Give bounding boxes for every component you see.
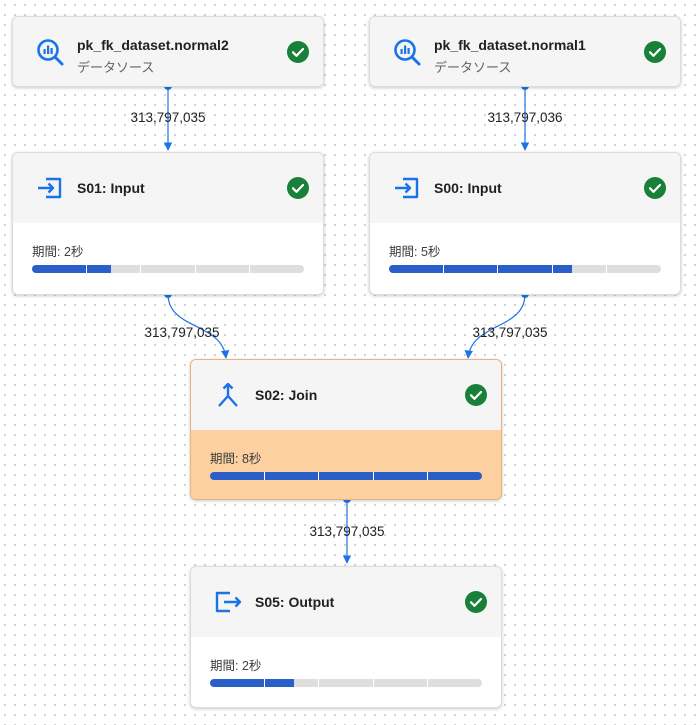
- edge-label-s00-s02: 313,797,035: [472, 325, 548, 340]
- node-s01-input[interactable]: S01: Input 期間: 2秒: [12, 152, 324, 295]
- node-s00-input[interactable]: S00: Input 期間: 5秒: [369, 152, 681, 295]
- node-subtitle: データソース: [434, 60, 512, 75]
- check-circle-icon: [644, 40, 666, 63]
- edge-label-src2-s01: 313,797,035: [130, 110, 206, 125]
- progress-bar: [210, 472, 482, 480]
- join-icon: [218, 382, 238, 407]
- input-icon: [38, 177, 62, 199]
- node-body: 期間: 8秒: [191, 430, 501, 499]
- node-datasource-normal1[interactable]: pk_fk_dataset.normal1 データソース: [369, 16, 681, 87]
- node-s02-join[interactable]: S02: Join 期間: 8秒: [190, 359, 502, 500]
- node-header: pk_fk_dataset.normal2 データソース: [13, 17, 323, 86]
- node-duration: 期間: 2秒: [32, 245, 84, 259]
- node-title: pk_fk_dataset.normal1: [434, 37, 586, 53]
- node-header: pk_fk_dataset.normal1 データソース: [370, 17, 680, 86]
- node-title: S02: Join: [255, 387, 318, 403]
- node-duration: 期間: 5秒: [389, 245, 441, 259]
- edge-label-src1-s00: 313,797,036: [487, 110, 563, 125]
- node-header: S01: Input: [13, 153, 323, 223]
- node-title: pk_fk_dataset.normal2: [77, 37, 229, 53]
- output-icon: [215, 591, 242, 613]
- edge-label-s01-s02: 313,797,035: [144, 325, 220, 340]
- input-icon: [395, 177, 419, 199]
- search-chart-icon: [394, 38, 421, 65]
- node-header: S05: Output: [191, 567, 501, 637]
- check-circle-icon: [465, 591, 487, 613]
- progress-bar: [32, 265, 304, 273]
- edge-s01-s02: [164, 290, 230, 359]
- edge-label-s02-s05: 313,797,035: [309, 524, 385, 539]
- node-duration: 期間: 8秒: [210, 452, 262, 466]
- progress-bar: [210, 679, 482, 687]
- node-duration: 期間: 2秒: [210, 659, 262, 673]
- check-circle-icon: [644, 177, 666, 199]
- check-circle-icon: [287, 177, 309, 199]
- node-title: S05: Output: [255, 594, 335, 610]
- search-chart-icon: [37, 38, 64, 65]
- node-body: 期間: 5秒: [370, 223, 680, 294]
- node-s05-output[interactable]: S05: Output 期間: 2秒: [190, 566, 502, 708]
- edge-s00-s02: [464, 290, 529, 359]
- node-header: S02: Join: [191, 360, 501, 430]
- node-datasource-normal2[interactable]: pk_fk_dataset.normal2 データソース: [12, 16, 324, 87]
- node-title: S01: Input: [77, 180, 145, 196]
- progress-bar: [389, 265, 661, 273]
- check-circle-icon: [465, 384, 487, 406]
- node-subtitle: データソース: [77, 60, 155, 75]
- node-header: S00: Input: [370, 153, 680, 223]
- check-circle-icon: [287, 40, 309, 63]
- node-title: S00: Input: [434, 180, 502, 196]
- node-body: 期間: 2秒: [191, 637, 501, 707]
- node-body: 期間: 2秒: [13, 223, 323, 294]
